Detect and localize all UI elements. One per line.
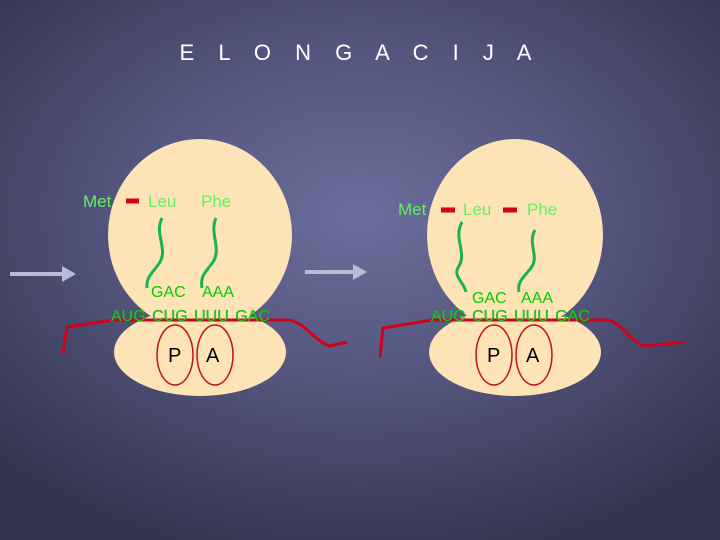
panel-2 xyxy=(378,139,686,396)
slide-title: E L O N G A C I J A xyxy=(179,40,541,65)
a-site-outline xyxy=(196,324,234,386)
p-site-outline xyxy=(475,324,513,386)
amino-met: Met xyxy=(83,192,112,211)
a-site-outline xyxy=(515,324,553,386)
mrna-codons: AUG CUG UUU GAC xyxy=(431,308,590,325)
arrow-2 xyxy=(305,264,367,280)
a-site-label: A xyxy=(526,345,540,367)
p-site-label: P xyxy=(168,345,182,367)
trna-1 xyxy=(145,217,165,289)
anticodon-1: GAC xyxy=(472,290,507,307)
panel-1 xyxy=(61,139,348,396)
amino-leu: Leu xyxy=(463,200,492,219)
mrna-strand xyxy=(61,318,348,354)
trna-2 xyxy=(200,217,218,289)
anticodon-2: AAA xyxy=(202,284,235,301)
amino-phe: Phe xyxy=(527,200,558,219)
amino-leu: Leu xyxy=(148,192,177,211)
p-site-label: P xyxy=(487,345,501,367)
ribosome-large-subunit xyxy=(108,139,292,331)
anticodon-2: AAA xyxy=(521,290,554,307)
ribosome-large-subunit xyxy=(427,139,603,331)
mrna-strand xyxy=(378,318,686,358)
ribosome-small-subunit xyxy=(114,308,286,396)
arrow-1 xyxy=(10,266,76,282)
mrna-codons: AUG CUG UUU GAC xyxy=(111,308,270,325)
ribosome-small-subunit xyxy=(429,308,601,396)
amino-phe: Phe xyxy=(201,192,232,211)
anticodon-1: GAC xyxy=(151,284,186,301)
amino-met: Met xyxy=(398,200,427,219)
p-site-outline xyxy=(156,324,194,386)
trna-2 xyxy=(517,229,537,293)
a-site-label: A xyxy=(206,345,220,367)
trna-1 xyxy=(455,221,468,293)
